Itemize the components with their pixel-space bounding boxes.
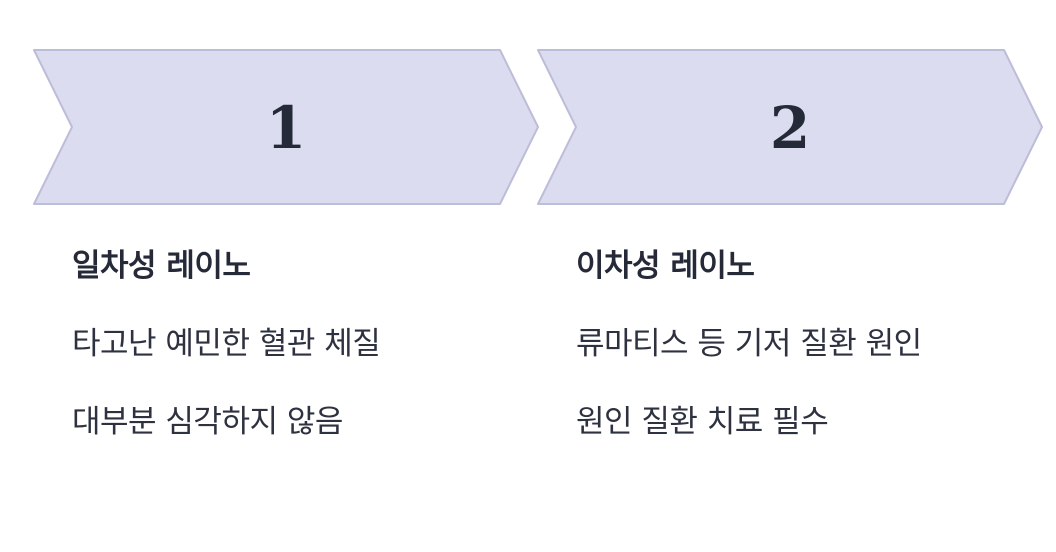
step-1-title: 일차성 레이노 [72,248,251,284]
step-1-line-1: 타고난 예민한 혈관 체질 [72,326,381,362]
step-1-details: 일차성 레이노 타고난 예민한 혈관 체질 대부분 심각하지 않음 [72,240,512,448]
step-2-details: 이차성 레이노 류마티스 등 기저 질환 원인 원인 질환 치료 필수 [576,240,1016,448]
step-2-title: 이차성 레이노 [576,248,755,284]
step-2-line-1: 류마티스 등 기저 질환 원인 [576,326,922,362]
chevron-step-2 [537,49,1043,205]
chevron-step-1 [33,49,539,205]
step-number-2: 2 [769,94,811,162]
step-1-line-2: 대부분 심각하지 않음 [72,404,343,440]
step-2-line-2: 원인 질환 치료 필수 [576,404,829,440]
step-number-1: 1 [265,94,307,162]
